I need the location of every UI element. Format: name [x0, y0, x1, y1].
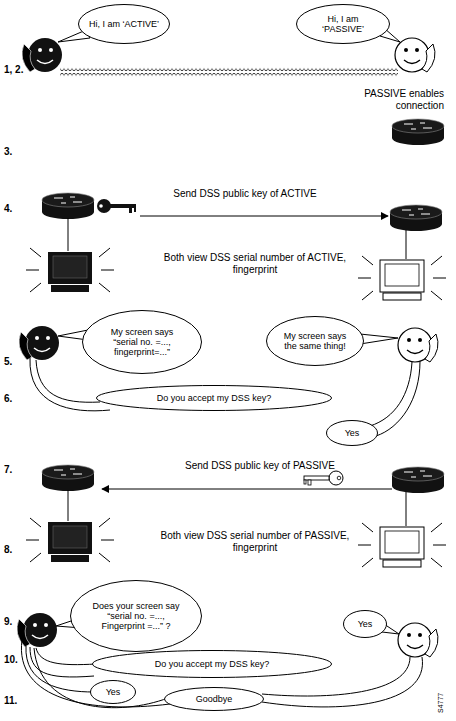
bubble-ellipse [165, 688, 264, 711]
speech-bubble: Do you accept my DSS key? [92, 650, 332, 678]
cable [68, 490, 69, 521]
bubble-tail [36, 648, 96, 665]
step-number: 7. [4, 464, 34, 476]
bubble-tail [360, 334, 398, 344]
bubble-text: Yes [95, 687, 131, 697]
passive-person [395, 38, 435, 72]
bubble-text: Yes [332, 428, 372, 438]
bubble-ellipse [71, 581, 202, 652]
key-symbol [304, 471, 343, 485]
step-note: PASSIVE enables connection [330, 88, 444, 111]
bubble-ellipse [79, 5, 170, 44]
bubble-text: Goodbye [171, 694, 257, 704]
active-pc [26, 248, 114, 292]
bubble-text: Does your screen say “serial no. =..., F… [88, 601, 184, 631]
bubble-text: My screen says “serial no. =..., fingerp… [99, 327, 185, 357]
arrow-label: Send DSS public key of ACTIVE [150, 188, 340, 200]
speech-bubble: My screen says the same thing! [266, 316, 364, 366]
speech-bubble: Yes [326, 420, 378, 446]
bubble-ellipse [91, 681, 136, 704]
figure-number: S4777 [437, 679, 445, 713]
active-person [22, 38, 62, 72]
cable [406, 492, 407, 526]
bubble-ellipse [267, 317, 364, 366]
active-person [19, 326, 59, 360]
bubble-text: Do you accept my DSS key? [102, 659, 322, 669]
step-note: Both view DSS serial number of PASSIVE, … [160, 530, 350, 553]
step-number: 3. [4, 146, 34, 158]
bubble-tail [36, 360, 100, 402]
bubble-tail [376, 361, 420, 436]
bubble-ellipse [83, 311, 202, 374]
arrow-label: Send DSS public key of PASSIVE [160, 460, 360, 472]
speech-bubble: Does your screen say “serial no. =..., F… [70, 580, 202, 652]
step-number: 9. [4, 616, 34, 628]
bubble-ellipse [297, 5, 390, 44]
send-arrow [140, 216, 388, 217]
bubble-tail [30, 358, 110, 411]
step-number: 11. [4, 695, 34, 707]
bubble-text: Do you accept my DSS key? [104, 393, 324, 403]
speech-bubble: Goodbye [164, 687, 264, 711]
step-number: 10. [4, 654, 34, 666]
speech-bubble: Hi, I am ‘ACTIVE’ [78, 4, 170, 44]
router-symbol [392, 467, 444, 493]
active-pc [26, 518, 114, 562]
speech-bubble: Hi, I am ‘PASSIVE’ [296, 4, 390, 44]
passive-person [398, 623, 438, 657]
router-symbol [42, 193, 94, 219]
cable [68, 218, 69, 251]
key-symbol [97, 199, 136, 213]
bubble-text: Yes [348, 619, 382, 629]
router-symbol [390, 205, 442, 231]
speech-bubble: Yes [343, 610, 387, 638]
step-number: 1, 2. [4, 64, 38, 76]
bubble-text: My screen says the same thing! [279, 331, 351, 351]
passive-pc [358, 256, 446, 300]
step-number: 4. [4, 203, 34, 215]
bubble-ellipse [93, 651, 332, 678]
send-arrow [102, 489, 392, 490]
passive-person [398, 328, 438, 362]
passive-pc [358, 523, 446, 567]
step-note: Both view DSS serial number of ACTIVE, f… [160, 252, 350, 275]
cable [406, 230, 407, 259]
speech-bubble: Do you accept my DSS key? [96, 385, 332, 411]
speech-bubble: Yes [90, 680, 136, 704]
phone-cord [60, 66, 398, 78]
speech-bubble: My screen says “serial no. =..., fingerp… [82, 310, 202, 374]
step-number: 6. [4, 393, 34, 405]
step-number: 5. [4, 356, 34, 368]
bubble-tail [370, 362, 412, 426]
bubble-tail [26, 646, 94, 692]
bubble-text: Hi, I am ‘ACTIVE’ [89, 19, 159, 29]
router-symbol [42, 465, 94, 491]
bubble-ellipse [97, 386, 332, 411]
active-person [17, 613, 57, 647]
router-symbol [392, 119, 444, 145]
bubble-text: Hi, I am ‘PASSIVE’ [307, 14, 379, 34]
bubble-ellipse [344, 611, 387, 638]
bubble-tail [30, 647, 94, 677]
step-number: 8. [4, 544, 34, 556]
bubble-ellipse [327, 421, 378, 446]
